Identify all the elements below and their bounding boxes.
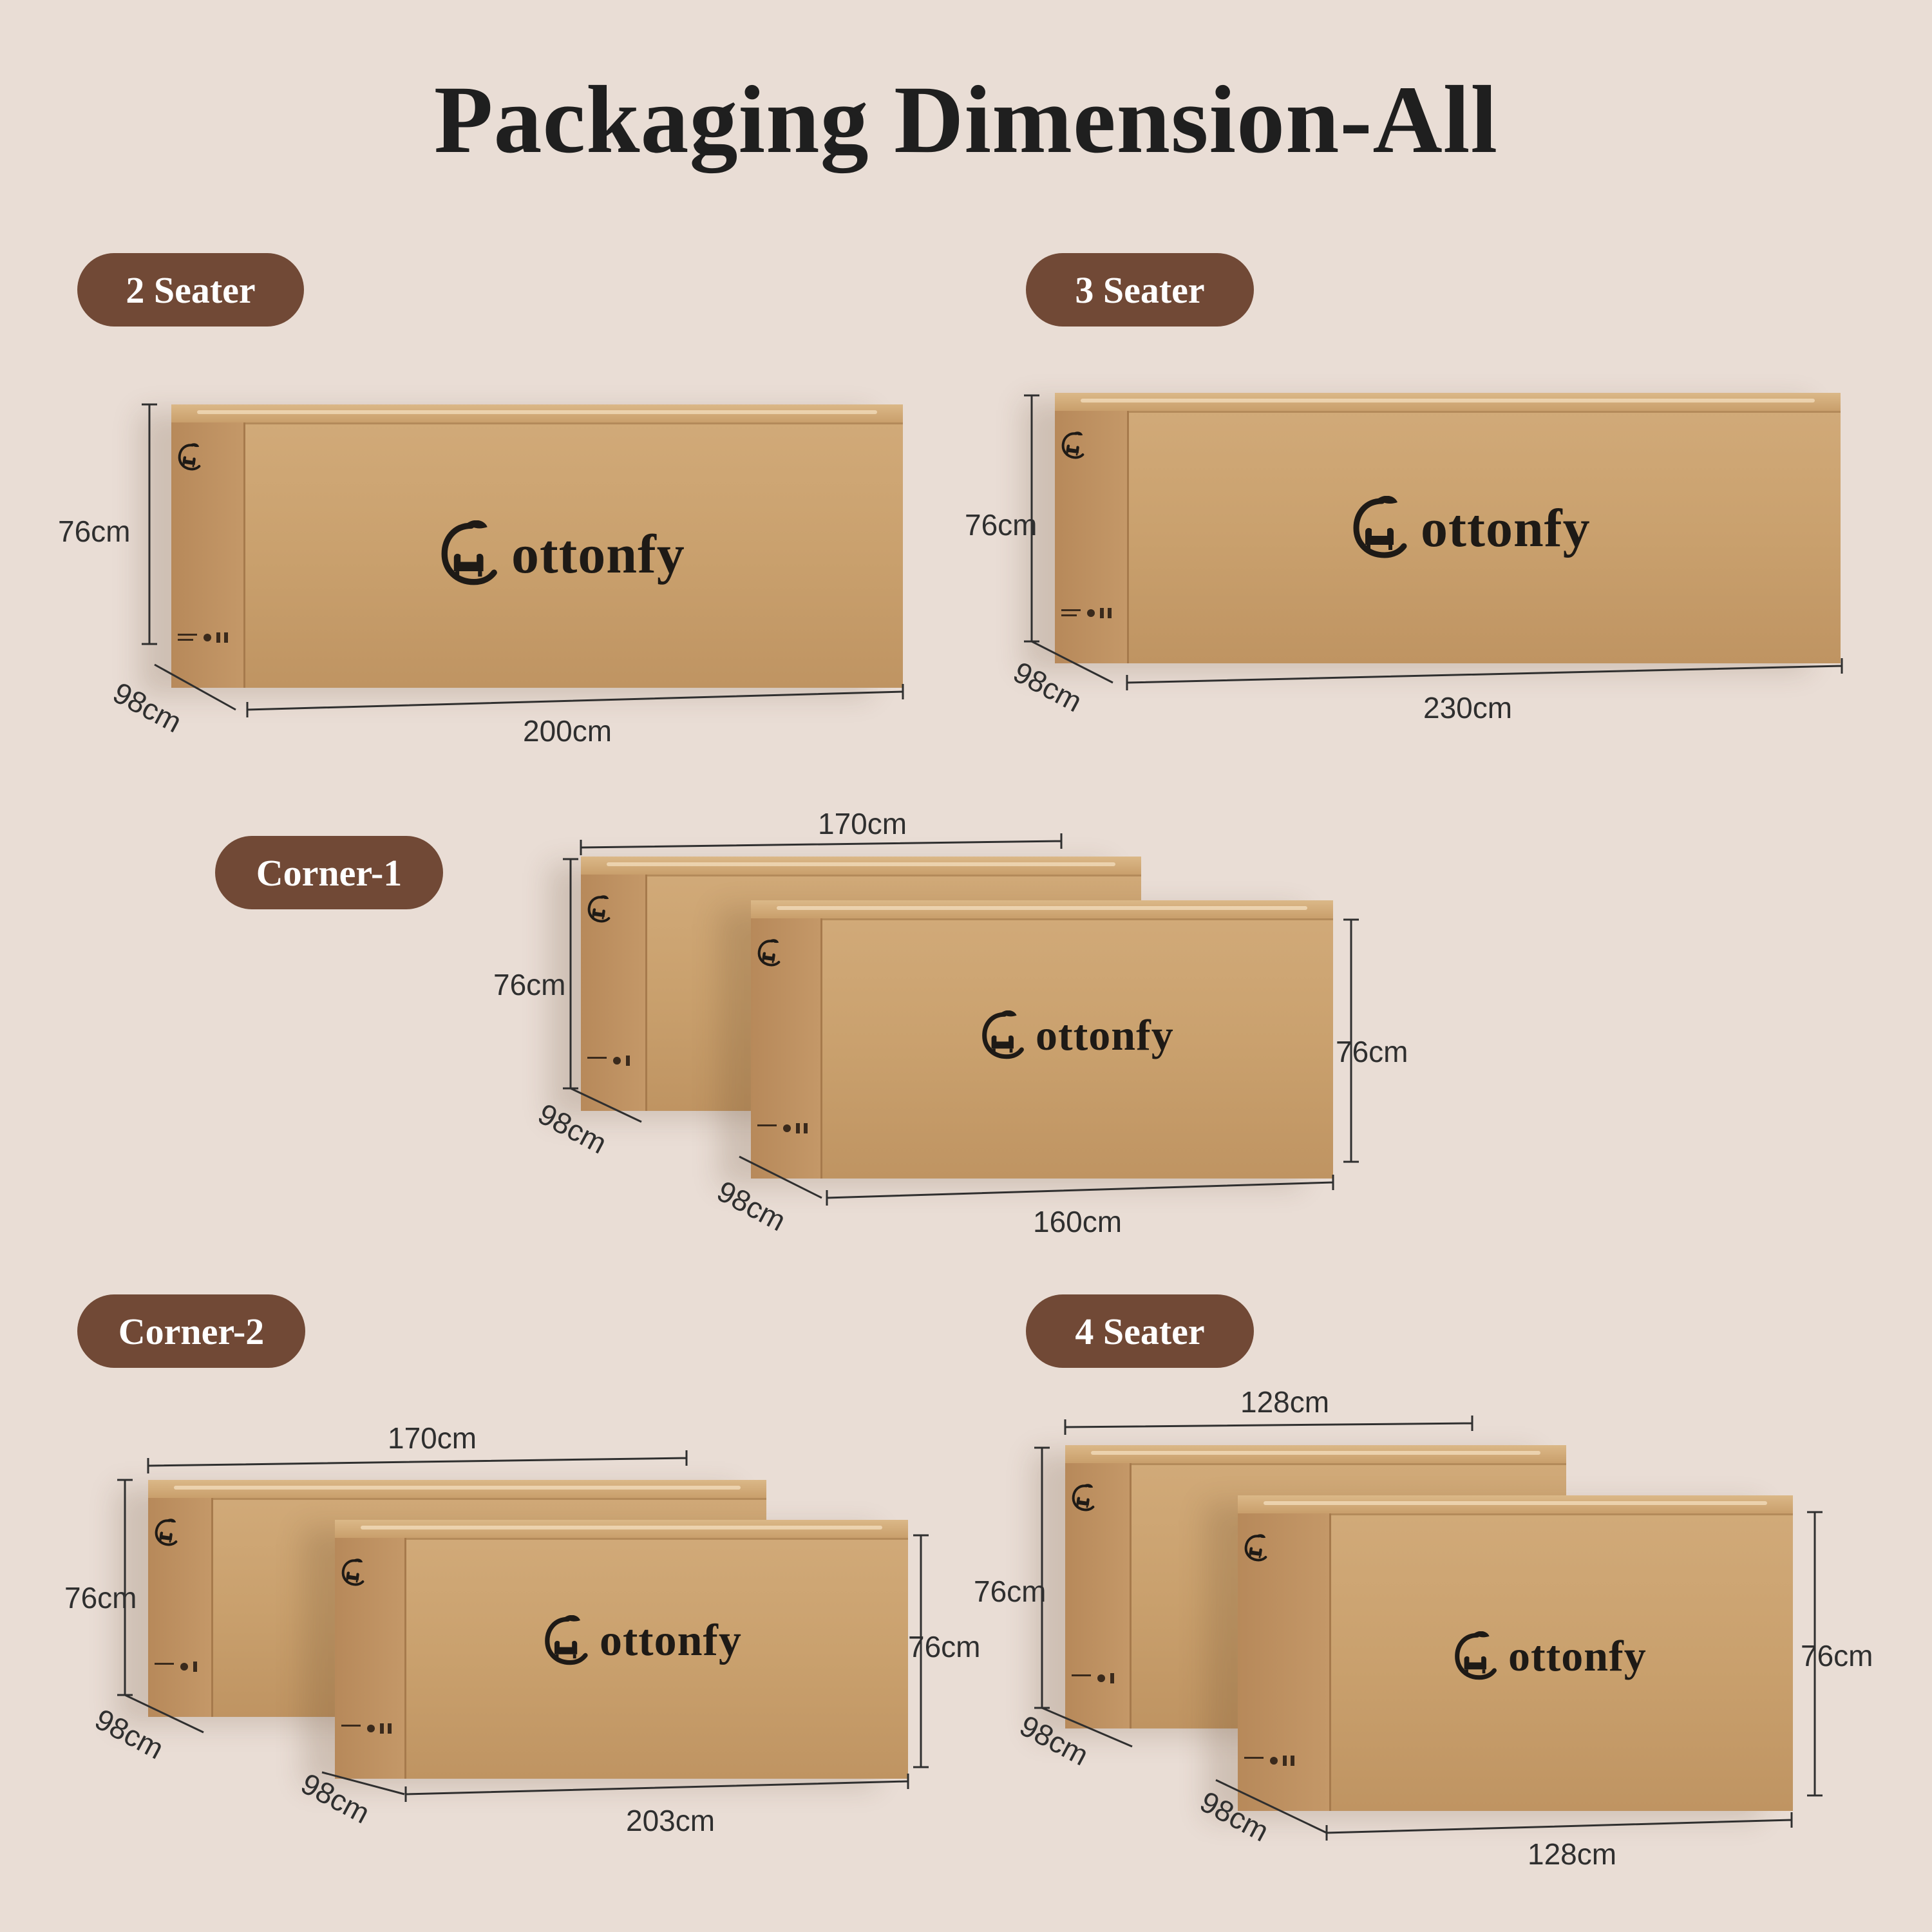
dim-corner-2-front-height: 76cm (908, 1630, 981, 1663)
shipping-marks-icon (155, 1662, 197, 1672)
dim-corner-2-front-width: 203cm (626, 1804, 715, 1837)
shipping-marks-icon (178, 632, 228, 643)
brand-logo: ottonfy (440, 520, 685, 587)
label-corner-1: Corner-1 (215, 836, 443, 909)
brand-wordmark: ottonfy (1421, 498, 1591, 558)
dim-3-seater-depth: 98cm (1008, 654, 1088, 719)
brand-logo-icon (1454, 1631, 1504, 1681)
brand-logo-icon (1243, 1531, 1271, 1563)
dim-corner-1-back-width: 170cm (818, 807, 907, 840)
dim-corner-1-front-depth: 98cm (712, 1173, 791, 1238)
dim-2-seater-height: 76cm (58, 515, 131, 548)
label-corner-2: Corner-2 (77, 1294, 305, 1368)
brand-wordmark: ottonfy (1036, 1010, 1174, 1059)
dim-4-seater-front-height: 76cm (1801, 1639, 1873, 1672)
brand-logo-icon (1070, 1481, 1098, 1513)
brand-logo: ottonfy (981, 1010, 1174, 1061)
page-title: Packaging Dimension-All (433, 66, 1499, 173)
dim-corner-2-back-height: 76cm (64, 1581, 137, 1615)
brand-logo-icon (1352, 496, 1417, 560)
dim-4-seater-front-width: 128cm (1528, 1837, 1617, 1871)
dim-3-seater-height: 76cm (965, 508, 1037, 542)
brand-logo-icon (1060, 428, 1088, 460)
box-corner-1-front: ottonfy (751, 900, 1333, 1179)
shipping-marks-icon (341, 1723, 392, 1734)
shipping-marks-icon (1061, 608, 1112, 618)
brand-logo-icon (176, 440, 204, 472)
brand-logo: ottonfy (544, 1615, 742, 1667)
label-3-seater: 3 Seater (1026, 253, 1254, 327)
shipping-marks-icon (1244, 1756, 1294, 1766)
label-2-seater: 2 Seater (77, 253, 304, 327)
brand-wordmark: ottonfy (600, 1616, 742, 1665)
brand-logo-icon (153, 1515, 181, 1548)
dim-4-seater-back-height: 76cm (974, 1575, 1046, 1608)
brand-wordmark: ottonfy (511, 523, 685, 585)
brand-logo-icon (440, 520, 507, 587)
brand-wordmark: ottonfy (1508, 1631, 1647, 1680)
box-2-seater: ottonfy (171, 404, 903, 688)
shipping-marks-icon (1072, 1673, 1114, 1683)
brand-logo-icon (340, 1555, 368, 1587)
brand-logo: ottonfy (1454, 1631, 1647, 1681)
dim-3-seater-width: 230cm (1423, 691, 1513, 724)
brand-logo-icon (586, 892, 614, 924)
dim-corner-1-front-width: 160cm (1033, 1205, 1122, 1238)
shipping-marks-icon (587, 1056, 630, 1066)
box-3-seater: ottonfy (1055, 393, 1841, 663)
brand-logo: ottonfy (1352, 496, 1591, 560)
dim-corner-2-back-width: 170cm (388, 1421, 477, 1455)
dim-corner-1-front-height: 76cm (1336, 1035, 1408, 1068)
label-4-seater: 4 Seater (1026, 1294, 1254, 1368)
brand-logo-icon (544, 1615, 596, 1667)
box-corner-2-front: ottonfy (335, 1520, 908, 1779)
brand-logo-icon (756, 936, 784, 968)
brand-logo-icon (981, 1010, 1032, 1061)
dim-corner-1-back-height: 76cm (493, 968, 566, 1001)
dim-2-seater-width: 200cm (523, 714, 612, 748)
dim-4-seater-back-width: 128cm (1240, 1385, 1330, 1419)
shipping-marks-icon (757, 1123, 808, 1133)
box-4-seater-front: ottonfy (1238, 1495, 1793, 1811)
